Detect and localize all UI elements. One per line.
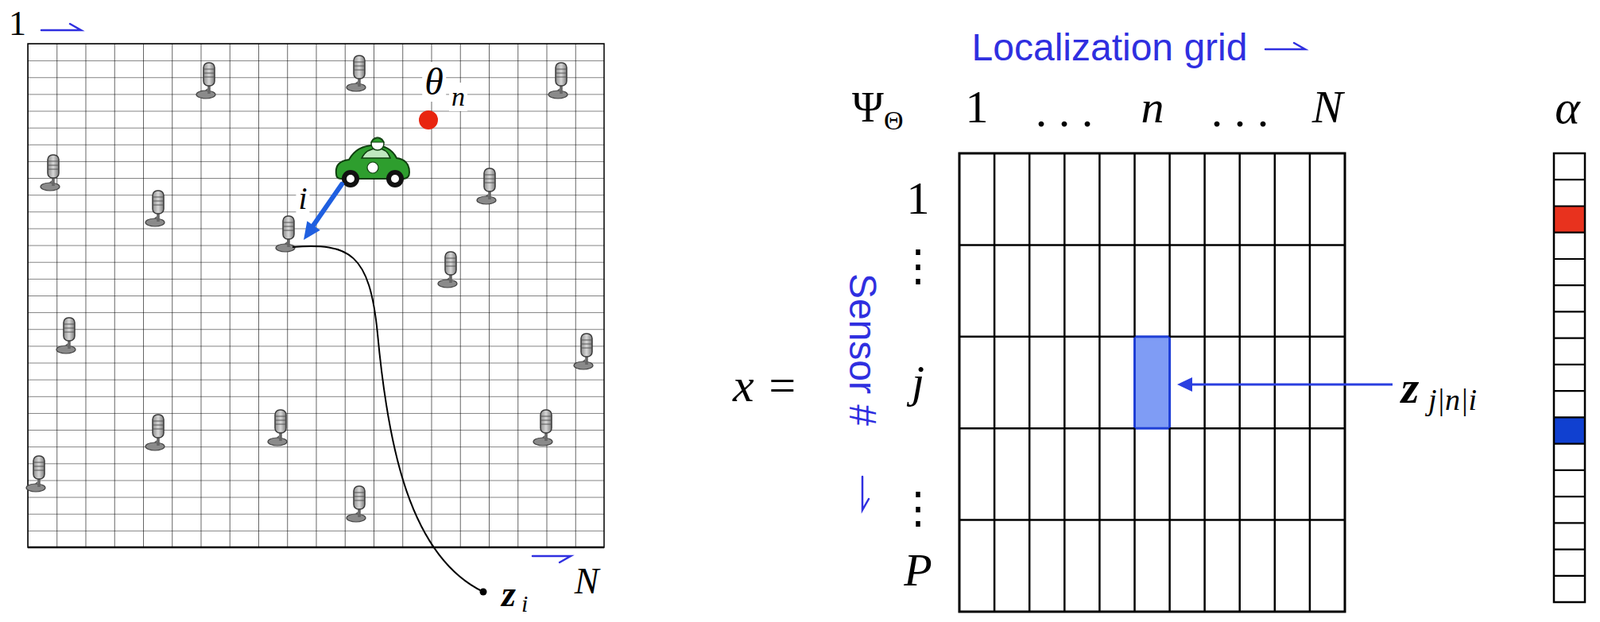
dictionary-matrix	[959, 153, 1345, 613]
row-ellipsis: ⋮	[896, 487, 940, 531]
car-illustration	[336, 137, 410, 188]
column-ellipsis: . . .	[1211, 88, 1270, 135]
vector-symbol: α	[1554, 83, 1581, 132]
row-ellipsis: ⋮	[896, 244, 940, 288]
column-ellipsis: . . .	[1035, 88, 1094, 135]
signal-subscript: i	[521, 592, 528, 616]
matrix-subscript: Θ	[883, 107, 904, 135]
column-index: n	[1141, 84, 1165, 131]
point-symbol: θ	[422, 61, 446, 102]
axis-title: Localization grid	[972, 28, 1248, 67]
sensor-index: i	[295, 182, 310, 216]
column-index: N	[1312, 84, 1344, 131]
direction-harpoons	[41, 23, 1306, 563]
matrix-symbol: Ψ	[852, 85, 884, 129]
row-index: P	[903, 547, 932, 594]
signal-symbol: z	[501, 576, 516, 613]
row-index: 1	[906, 175, 930, 222]
grid-edge	[27, 546, 605, 550]
column-index: 1	[965, 84, 989, 131]
axis-index: N	[574, 563, 600, 601]
signal-curve	[292, 246, 484, 593]
signal-point	[480, 588, 488, 597]
entry-subscript: j|n|i	[1428, 384, 1477, 415]
point-subscript: n	[449, 82, 468, 112]
leader-arrow	[1177, 377, 1393, 392]
entry-symbol: z	[1401, 364, 1420, 411]
equation-lhs: x =	[732, 361, 799, 410]
axis-index: 1	[8, 6, 27, 42]
row-index: j	[911, 359, 925, 406]
localization-grid	[27, 43, 605, 548]
sparse-vector	[1553, 153, 1585, 603]
source-point	[418, 110, 438, 130]
axis-title: Sensor #	[843, 273, 882, 427]
microphone-symbols	[26, 55, 593, 523]
